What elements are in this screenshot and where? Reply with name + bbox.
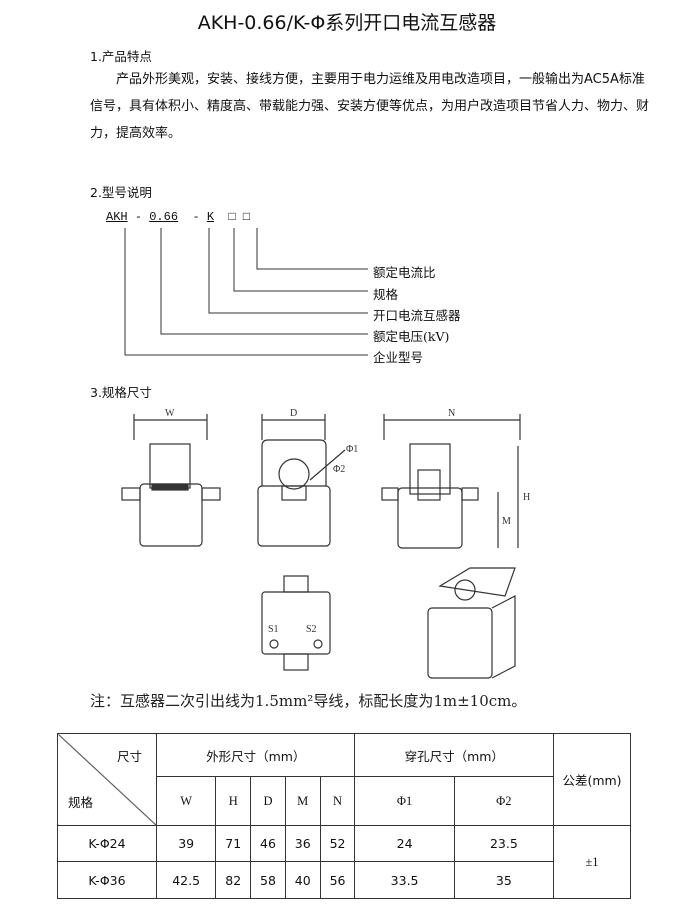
cell: 33.5: [354, 861, 455, 899]
spec-table: 尺寸 规格 外形尺寸（mm） 穿孔尺寸（mm） 公差(mm) W H D M N…: [57, 733, 631, 899]
code-spec-box: □: [228, 210, 236, 224]
table-row: K-Φ24 39 71 46 36 52 24 23.5 ±1: [57, 825, 631, 899]
dim-d: D: [290, 408, 297, 419]
cell: 39: [155, 825, 217, 862]
col-h: H: [215, 776, 252, 826]
dim-n: N: [448, 408, 455, 419]
dim-m: M: [502, 516, 511, 527]
iso-view: [427, 567, 516, 679]
code-company: AKH: [106, 210, 128, 224]
label-split-ct: 开口电流互感器: [373, 308, 461, 323]
cell: 23.5: [453, 825, 555, 862]
corner-cell: 尺寸 规格: [57, 733, 157, 826]
code-voltage: 0.66: [149, 210, 179, 224]
terminal-s2: S2: [306, 624, 317, 635]
sep: -: [192, 210, 200, 224]
cell: 58: [250, 861, 286, 899]
sep: -: [134, 210, 143, 224]
dim-h: H: [523, 492, 530, 503]
cell: 42.5: [155, 861, 217, 899]
cell: 71: [215, 825, 252, 862]
col-phi1: Φ1: [354, 776, 455, 826]
col-phi2: Φ2: [453, 776, 555, 826]
dimension-drawings: W D N H M Φ1 Φ2 S1 S2: [121, 408, 530, 679]
terminal-s1: S1: [268, 624, 279, 635]
label-company-model: 企业型号: [373, 350, 424, 365]
table-row: K-Φ36 42.5 82 58 40 56 33.5 35: [57, 861, 631, 899]
cell: 36: [284, 825, 321, 862]
col-d: D: [250, 776, 286, 826]
tolerance-value: ±1: [553, 825, 631, 899]
section-heading-model: 2.型号说明: [90, 185, 152, 200]
model-code: AKH - 0.66 - K □ □: [106, 210, 250, 224]
col-w: W: [155, 776, 217, 826]
section-heading-dimensions: 3.规格尺寸: [90, 385, 152, 400]
code-ratio-box: □: [242, 210, 251, 224]
corner-bottom: 规格: [68, 795, 94, 810]
cell: 56: [319, 861, 356, 899]
dim-phi2: Φ2: [333, 464, 345, 475]
side-view: [257, 414, 346, 547]
cell: 24: [354, 825, 455, 862]
features-text: 产品外形美观，安装、接线方便，主要用于电力运维及用电改造项目，一般输出为AC5A…: [90, 72, 650, 141]
row-name: K-Φ24: [57, 825, 157, 862]
cell: 35: [453, 861, 555, 899]
corner-top: 尺寸: [116, 749, 142, 764]
dim-w: W: [165, 408, 175, 419]
col-n: N: [319, 776, 356, 826]
tolerance-header: 公差(mm): [553, 733, 631, 826]
row-name: K-Φ36: [57, 861, 157, 899]
col-m: M: [284, 776, 321, 826]
label-rated-ratio: 额定电流比: [373, 265, 436, 280]
bottom-view: [261, 575, 331, 671]
front-view: [121, 414, 221, 547]
label-rated-voltage: 额定电压(kV): [373, 329, 450, 344]
cell: 46: [250, 825, 286, 862]
page-title: AKH-0.66/K-Φ系列开口电流互感器: [197, 12, 497, 34]
model-leader-lines: [124, 228, 368, 356]
outer-dims-header: 外形尺寸（mm）: [155, 733, 356, 777]
label-spec: 规格: [373, 287, 399, 302]
wiring-note: 注：互感器二次引出线为1.5mm²导线，标配长度为1m±10cm。: [90, 692, 527, 710]
cell: 52: [319, 825, 356, 862]
code-type: K: [206, 210, 215, 224]
section-heading-features: 1.产品特点: [90, 49, 152, 64]
hole-dims-header: 穿孔尺寸（mm）: [354, 733, 554, 777]
cell: 82: [215, 861, 252, 899]
cell: 40: [284, 861, 321, 899]
dim-phi1: Φ1: [346, 444, 358, 455]
end-view: [381, 414, 521, 549]
